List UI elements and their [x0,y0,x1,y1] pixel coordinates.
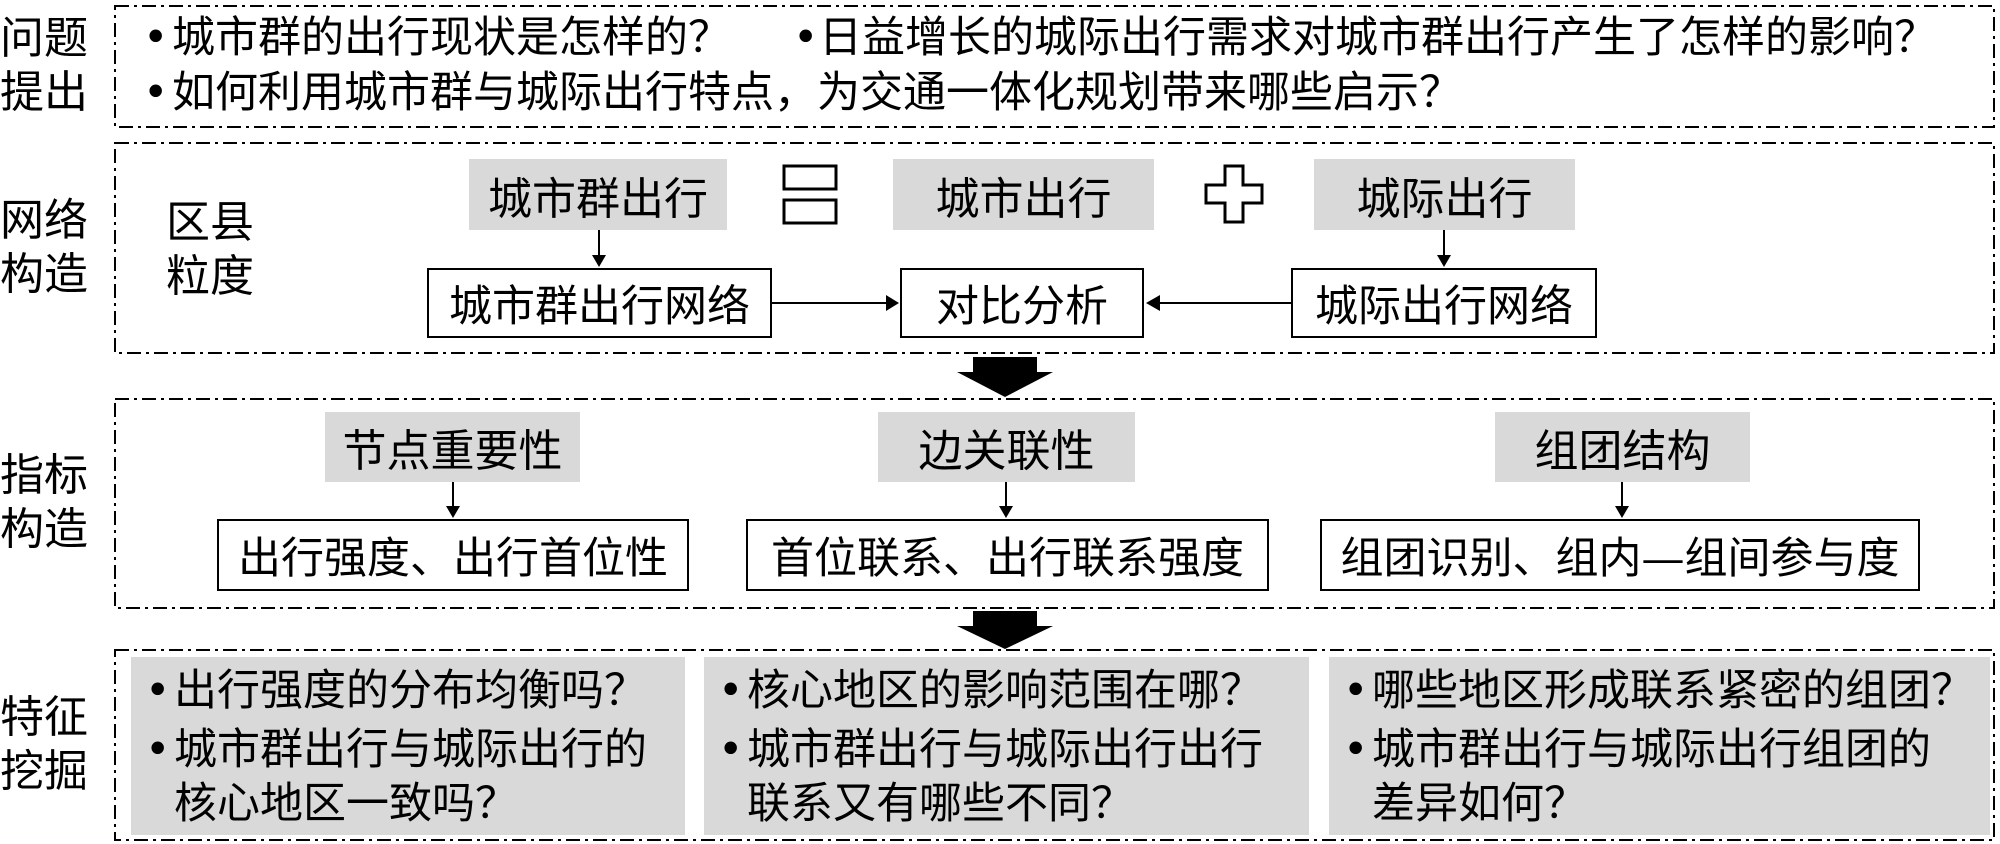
feature-panel-3: • 哪些地区形成联系紧密的组团？ • 城市群出行与城际出行组团的 差异如何？ [1329,657,1990,835]
stage-label-line: 网络 [0,195,88,246]
feature-question: 哪些地区形成联系紧密的组团？ [1372,666,1974,716]
bullet: • [793,13,819,63]
stage-label-line: 挖掘 [0,746,88,797]
section-indicator-frame [114,398,1995,609]
comparison-box: 对比分析 [900,268,1144,338]
bullet: • [143,13,169,63]
stage-label-network: 网络 构造 [0,194,100,302]
indicator-category-edge-association: 边关联性 [878,412,1135,482]
feature-question-continued: 核心地区一致吗？ [174,779,518,829]
network-inter-city: 城际出行网络 [1291,268,1597,338]
problem-question-3: 如何利用城市群与城际出行特点，为交通一体化规划带来哪些启示？ [172,68,1462,118]
problem-question-1: 城市群的出行现状是怎样的？ [172,13,731,63]
bullet: • [145,666,171,716]
feature-question: 城市群出行与城际出行组团的 [1372,725,1931,775]
travel-type-intra-city: 城市出行 [893,159,1154,230]
arrow-icon-down-urban-agglomeration [592,230,606,267]
travel-type-urban-agglomeration: 城市群出行 [469,159,727,230]
feature-question: 核心地区的影响范围在哪？ [747,666,1263,716]
flow-arrow-down-icon-1 [957,357,1053,397]
stage-label-line: 问题 [0,13,88,64]
stage-label-line: 提出 [0,67,88,118]
arrow-icon-down-edge-association [999,482,1013,518]
feature-question: 城市群出行与城际出行的 [174,725,647,775]
network-urban-agglomeration: 城市群出行网络 [427,268,772,338]
stage-label-problem: 问题 提出 [0,12,100,120]
stage-label-feature: 特征 挖掘 [0,691,100,799]
bullet: • [1343,725,1369,775]
arrow-icon-down-node-importance [446,482,460,518]
feature-question-continued: 联系又有哪些不同？ [747,779,1134,829]
bullet: • [718,666,744,716]
indicator-category-node-importance: 节点重要性 [325,412,580,482]
bullet: • [718,725,744,775]
stage-label-line: 指标 [0,450,88,501]
feature-question: 城市群出行与城际出行出行 [747,725,1263,775]
indicator-metrics-cluster: 组团识别、组内—组间参与度 [1320,519,1920,591]
indicator-metrics-node: 出行强度、出行首位性 [217,519,689,591]
arrow-icon-right-to-comparison [772,295,899,311]
flow-arrow-down-icon-2 [957,611,1053,649]
indicator-metrics-edge: 首位联系、出行联系强度 [746,519,1269,591]
granularity-line: 粒度 [166,251,254,302]
feature-panel-2: • 核心地区的影响范围在哪？ • 城市群出行与城际出行出行 联系又有哪些不同？ [704,657,1309,835]
arrow-icon-down-inter-city [1437,230,1451,267]
plus-icon [1204,164,1264,224]
section-network-frame [114,142,1995,354]
bullet: • [143,68,169,118]
feature-panel-1: • 出行强度的分布均衡吗？ • 城市群出行与城际出行的 核心地区一致吗？ [131,657,685,835]
section-feature-frame [114,649,1995,841]
bullet: • [1343,666,1369,716]
stage-label-line: 构造 [0,249,88,300]
stage-label-indicator: 指标 构造 [0,449,100,557]
equals-icon [782,164,838,225]
feature-question-continued: 差异如何？ [1372,779,1587,829]
feature-question: 出行强度的分布均衡吗？ [174,666,647,716]
arrow-icon-left-to-comparison [1146,295,1291,311]
granularity-label: 区县 粒度 [166,196,254,304]
problem-question-2: 日益增长的城际出行需求对城市群出行产生了怎样的影响？ [819,13,1937,63]
stage-label-line: 特征 [0,692,88,743]
travel-type-inter-city: 城际出行 [1314,159,1575,230]
bullet: • [145,725,171,775]
section-problem-frame [114,5,1995,128]
indicator-category-cluster-structure: 组团结构 [1495,412,1750,482]
granularity-line: 区县 [166,197,254,248]
stage-label-line: 构造 [0,504,88,555]
arrow-icon-down-cluster-structure [1615,482,1629,518]
